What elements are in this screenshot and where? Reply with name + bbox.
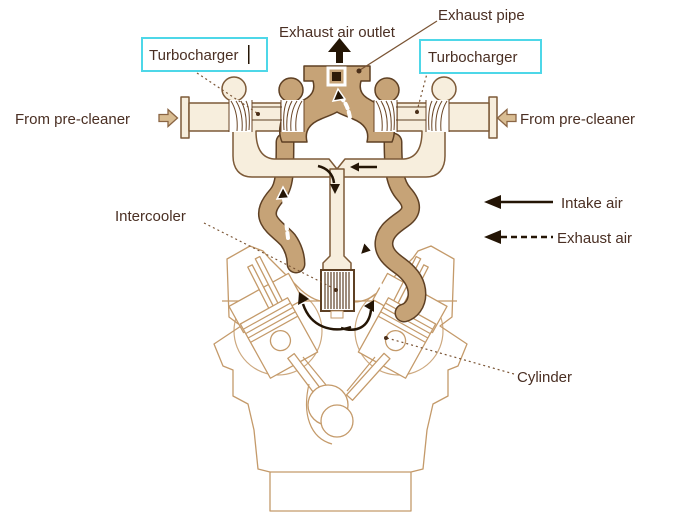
intake-piping xyxy=(180,76,498,271)
pre-cleaner-arrow-left xyxy=(158,108,179,128)
crankcase-arc xyxy=(305,383,333,445)
leader-exhaust-pipe-dot xyxy=(356,68,362,74)
label-from-pre-cleaner-right: From pre-cleaner xyxy=(520,111,635,128)
label-exhaust-air-outlet: Exhaust air outlet xyxy=(279,24,396,41)
pre-cleaner-arrow-right xyxy=(496,108,517,128)
exhaust-flow-left-dash xyxy=(282,197,290,240)
intake-downturn-arrow-head xyxy=(330,184,340,194)
label-cylinder: Cylinder xyxy=(517,369,572,386)
exhaust-outlet-port xyxy=(326,66,347,87)
compressor-housing-left xyxy=(221,76,247,102)
intercooler-outlet xyxy=(330,310,344,319)
turbine-wheel-left xyxy=(280,99,305,133)
exhaust-flow-left-head xyxy=(275,185,291,200)
exhaust-flow-center-head xyxy=(331,87,347,102)
legend-intake-arrow xyxy=(484,195,553,209)
turbo-shaft-right xyxy=(396,106,426,121)
label-intercooler: Intercooler xyxy=(115,208,186,225)
intake-flange-left xyxy=(180,96,190,139)
exhaust-pipe-right xyxy=(374,132,427,323)
exhaust-flow-center-dash xyxy=(340,97,353,128)
legend-exhaust-arrow xyxy=(484,230,553,244)
exhaust-flow-right-head xyxy=(358,240,374,257)
leader-cylinder-dot xyxy=(384,336,388,340)
turbocharger-textbox-left[interactable]: Turbocharger xyxy=(141,37,268,72)
flow-arrows xyxy=(158,38,517,331)
exhaust-outlet-arrow xyxy=(328,38,351,63)
intake-downturn-arrow-line xyxy=(317,164,336,184)
legend: Intake air Exhaust air xyxy=(484,195,632,247)
turbocharger-left-label[interactable]: Turbocharger xyxy=(149,47,239,64)
turbine-housing-left xyxy=(278,77,304,103)
leader-lines xyxy=(196,20,515,375)
leader-turbocharger-left-dot xyxy=(256,112,260,116)
intake-port-arrow-left-head xyxy=(298,292,309,305)
text-cursor xyxy=(248,45,250,64)
compressor-wheel-right xyxy=(425,99,450,133)
turbocharger-internals xyxy=(228,99,450,133)
turbine-housing-right xyxy=(374,77,400,103)
legend-intake-label: Intake air xyxy=(561,195,623,212)
leader-intercooler-dot xyxy=(334,288,338,292)
intake-crossover-arrow-head xyxy=(350,162,359,172)
intake-port-arrow-right-head xyxy=(364,300,374,312)
leader-turbocharger-left xyxy=(196,72,258,114)
turbo-shaft-left xyxy=(252,106,282,121)
exhaust-flow-right-dash xyxy=(365,252,383,288)
compressor-wheel-left xyxy=(228,99,253,133)
exhaust-pipe-left xyxy=(257,132,306,274)
leader-cylinder xyxy=(386,337,515,375)
label-from-pre-cleaner-left: From pre-cleaner xyxy=(15,111,130,128)
label-exhaust-pipe: Exhaust pipe xyxy=(438,7,525,24)
connecting-rod-right xyxy=(345,352,391,401)
turbine-wheel-right xyxy=(373,99,398,133)
exhaust-manifold-assembly xyxy=(278,65,400,143)
intake-port-arrow-right-line xyxy=(340,309,373,331)
leader-turbocharger-right-dot xyxy=(415,110,419,114)
intake-flange-right xyxy=(488,96,498,139)
intercooler-core xyxy=(320,269,355,319)
compressor-housing-right xyxy=(431,76,457,102)
exhaust-outlet-port-core xyxy=(332,72,341,81)
crankshaft-counterweight xyxy=(320,404,354,438)
diagram-labels: Exhaust pipe Exhaust air outlet From pre… xyxy=(15,7,635,386)
turbocharger-textbox-right[interactable]: Turbocharger xyxy=(419,39,542,74)
turbocharger-right-label[interactable]: Turbocharger xyxy=(428,49,518,66)
leader-exhaust-pipe xyxy=(359,20,438,71)
legend-exhaust-label: Exhaust air xyxy=(557,230,632,247)
